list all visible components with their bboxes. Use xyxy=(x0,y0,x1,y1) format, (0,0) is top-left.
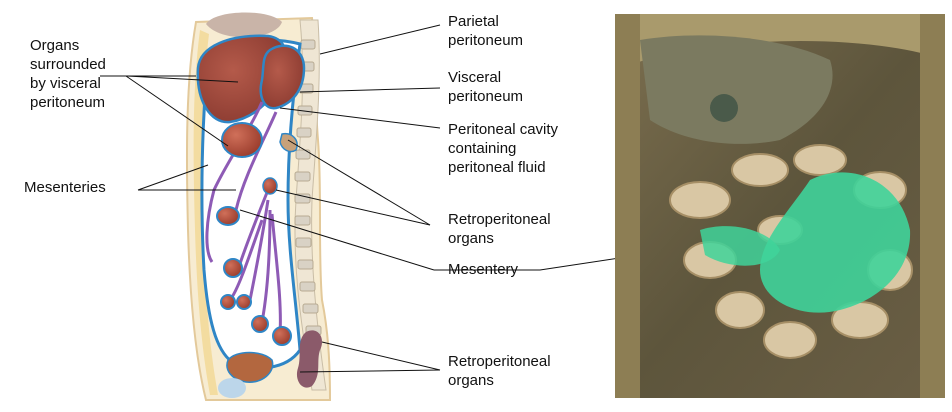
label-parietal-peritoneum: Parietal peritoneum xyxy=(448,13,524,49)
label-retroperitoneal-upper: Retroperitoneal organs xyxy=(448,211,551,247)
sagittal-section xyxy=(185,12,332,401)
vertebral-column xyxy=(294,19,327,391)
leader-lines-left xyxy=(100,24,859,373)
bladder xyxy=(226,351,274,383)
label-visceral-peritoneum: Visceral peritoneum xyxy=(448,69,524,105)
label-mesenteries: Mesenteries xyxy=(24,179,106,196)
stomach xyxy=(259,44,306,110)
intraperitoneal-organs xyxy=(216,122,292,346)
mesentery-highlight xyxy=(760,172,911,313)
rectum xyxy=(296,330,323,388)
label-organs-surrounded: Organs surrounded by visceral peritoneum xyxy=(30,37,106,111)
anterior-fat xyxy=(193,30,218,395)
heart-base xyxy=(206,12,282,38)
label-mesentery: Mesentery xyxy=(448,261,519,278)
retroperitoneal-organ-upper xyxy=(279,132,298,153)
dissection-photo xyxy=(615,14,945,398)
label-peritoneal-cavity: Peritoneal cavity containing peritoneal … xyxy=(448,121,559,176)
pubic-bone xyxy=(218,378,246,398)
label-retroperitoneal-lower: Retroperitoneal organs xyxy=(448,353,551,389)
retroperitoneal-organ-mid xyxy=(262,177,278,195)
